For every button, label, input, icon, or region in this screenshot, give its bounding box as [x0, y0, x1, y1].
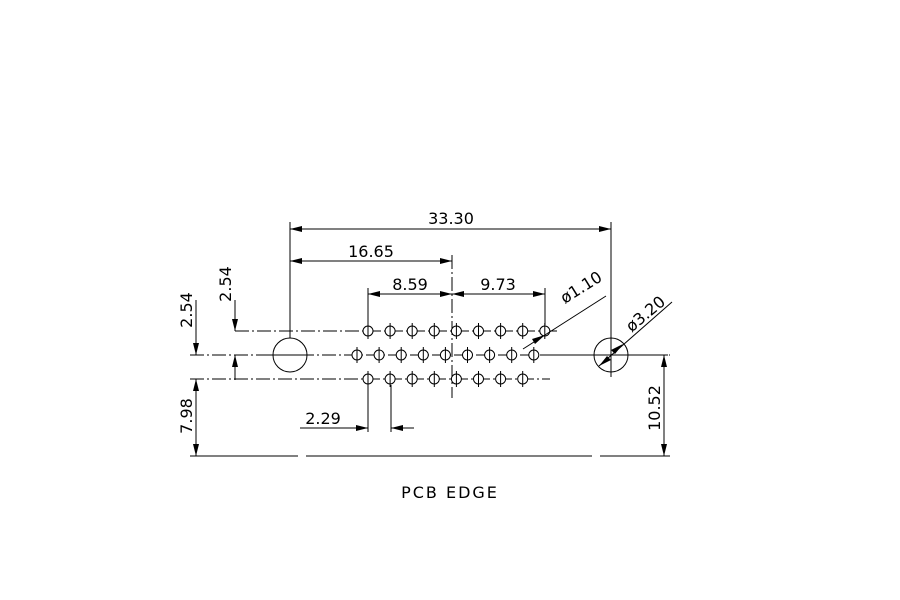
dim-pin-diameter: ø1.10 — [522, 267, 607, 350]
dim-2-54-left-text: 2.54 — [177, 292, 196, 328]
dim-16-65: 16.65 — [290, 242, 452, 264]
dim-2-29-text: 2.29 — [305, 409, 341, 428]
dim-8-59-text: 8.59 — [392, 275, 428, 294]
dim-2-54-right-text: 2.54 — [216, 266, 235, 302]
dim-7-98: 7.98 — [177, 396, 199, 456]
dim-10-52: 10.52 — [645, 355, 667, 456]
dim-33-30: 33.30 — [290, 209, 611, 232]
dim-mount-diameter-text: ø3.20 — [622, 292, 669, 336]
dim-7-98-text: 7.98 — [177, 398, 196, 434]
dim-9-73-text: 9.73 — [480, 275, 516, 294]
dim-2-54-left: 2.54 — [177, 292, 199, 396]
dim-16-65-text: 16.65 — [348, 242, 394, 261]
pcb-edge-caption: PCB EDGE — [401, 483, 499, 502]
pin-holes — [351, 323, 551, 387]
dim-8-59: 8.59 — [368, 275, 452, 297]
dim-10-52-text: 10.52 — [645, 385, 664, 431]
dim-9-73: 9.73 — [452, 275, 545, 297]
dim-2-29: 2.29 — [300, 409, 414, 431]
dim-33-30-text: 33.30 — [428, 209, 474, 228]
dim-2-54-right: 2.54 — [216, 266, 238, 380]
